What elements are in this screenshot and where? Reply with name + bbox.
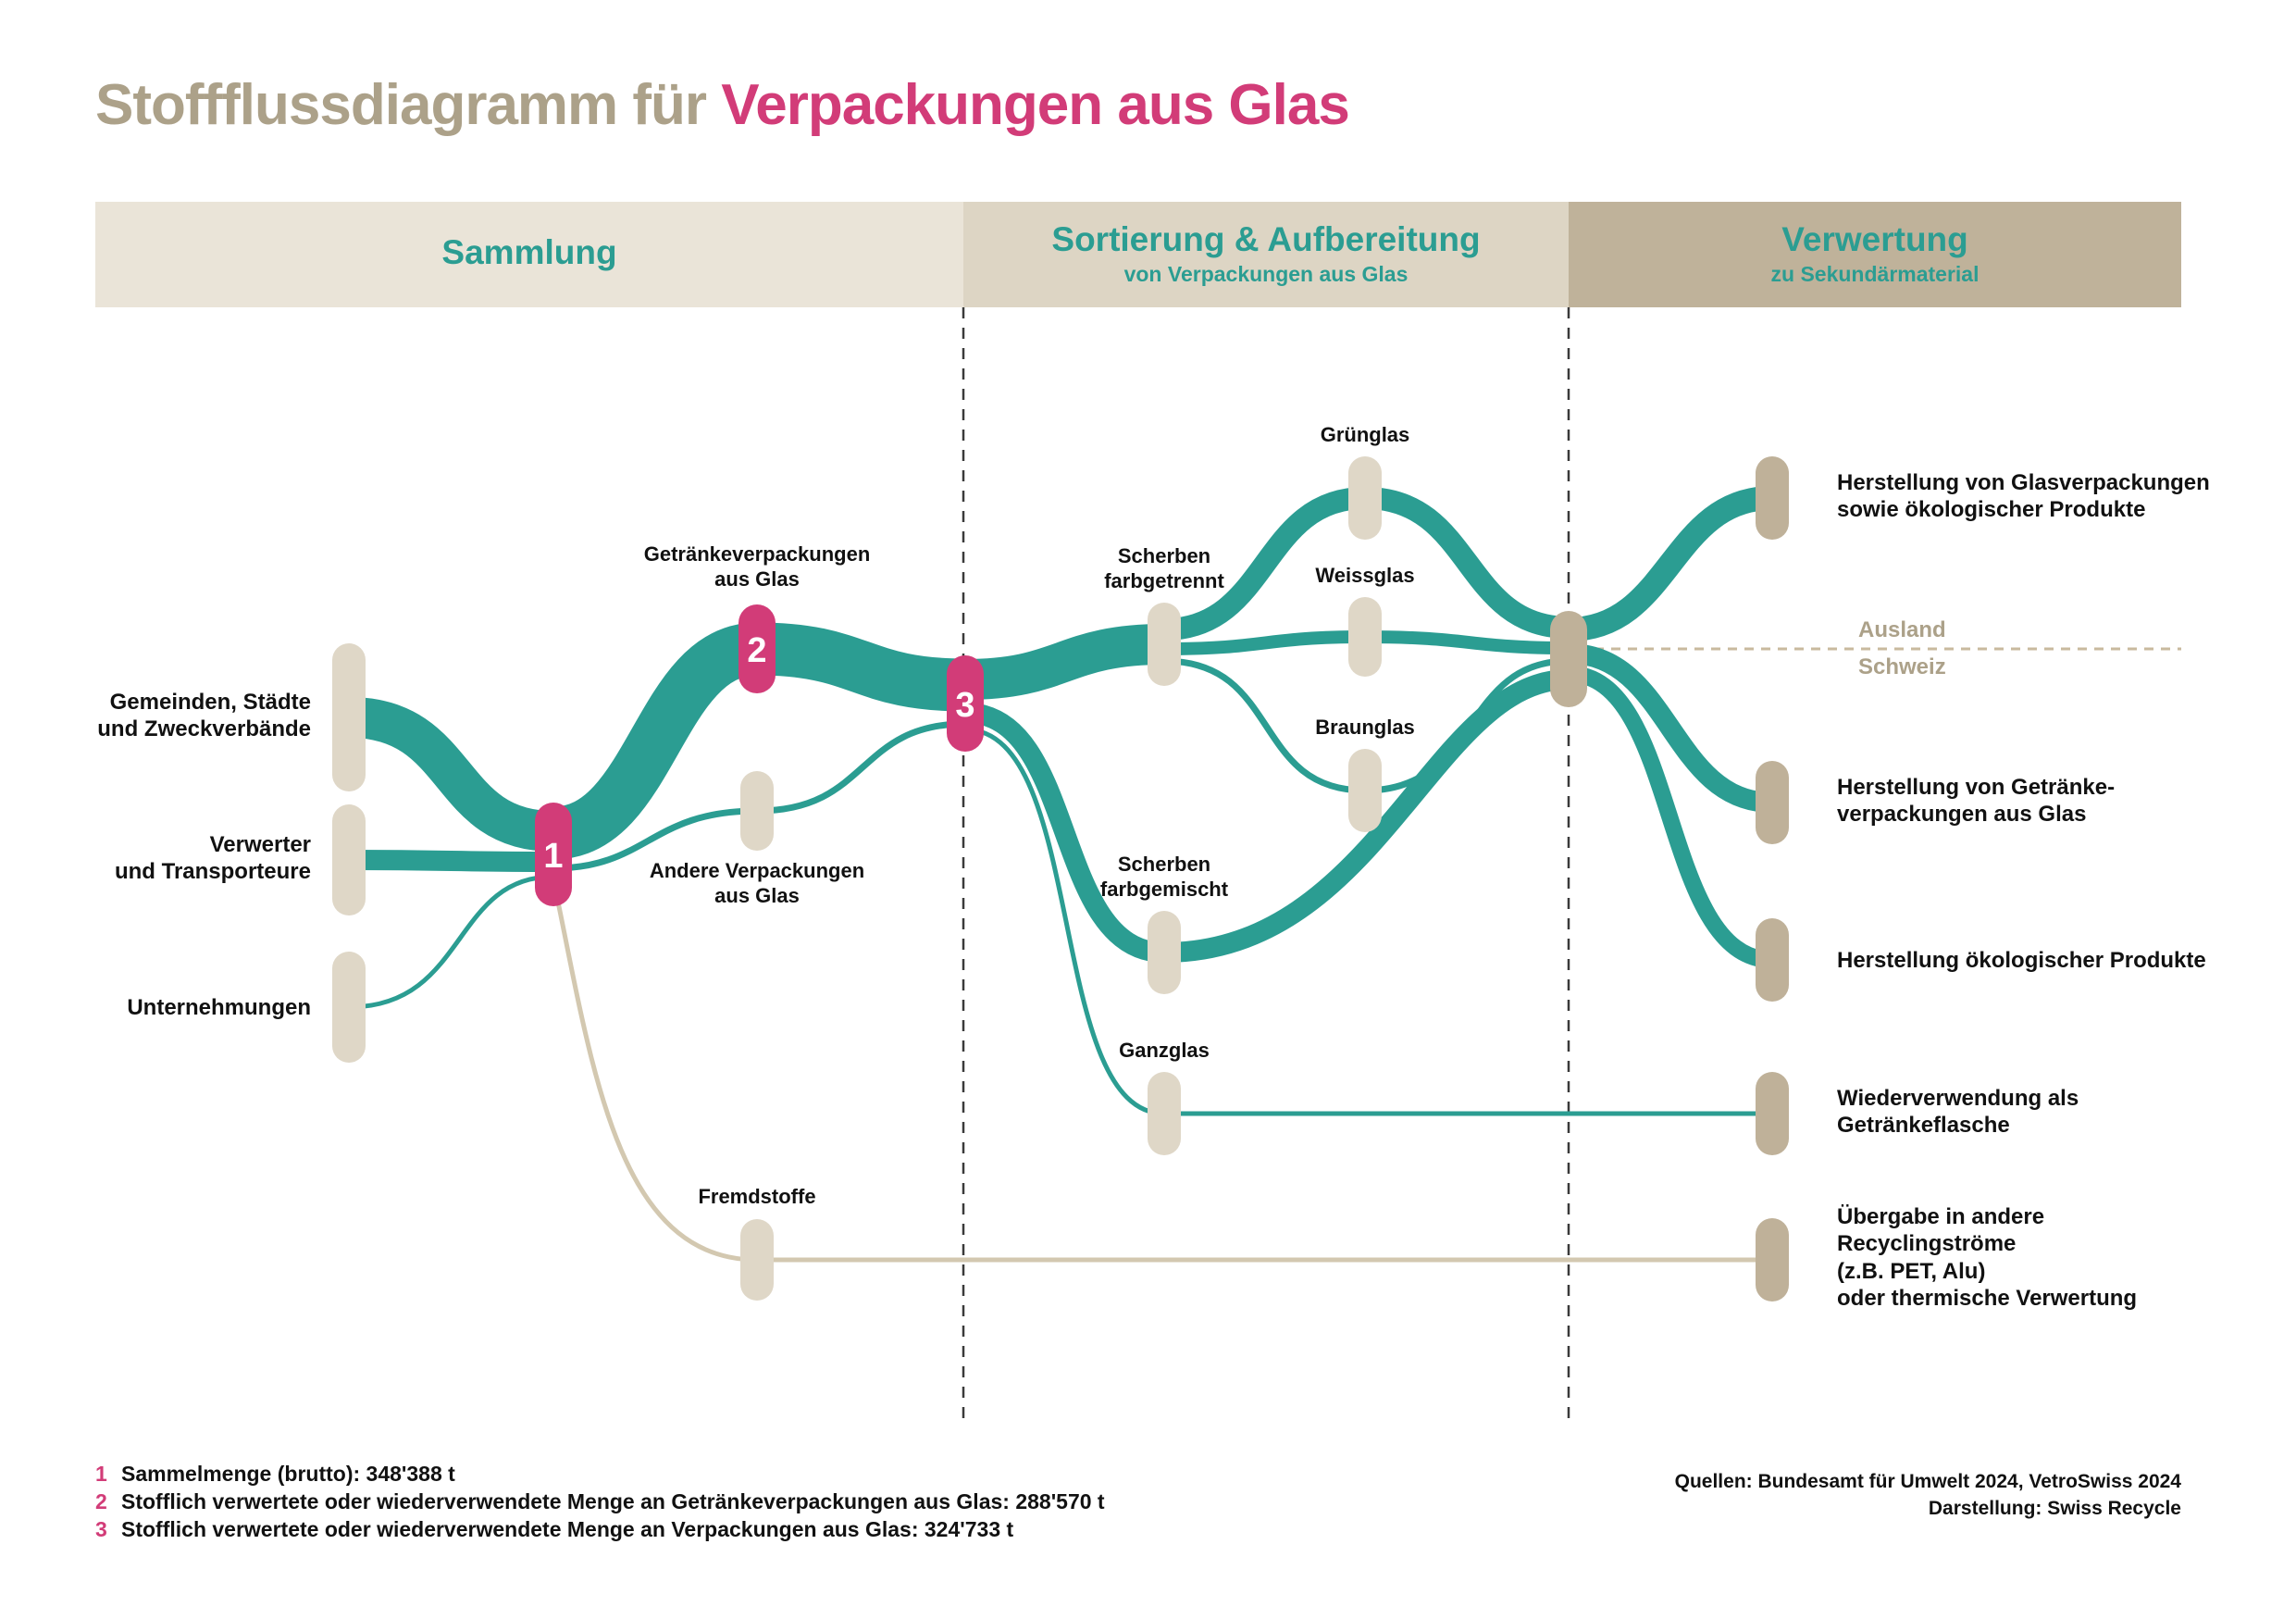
label-schweiz: Schweiz <box>1858 654 1946 679</box>
label-output-oekologische-produkte: Herstellung ökologischer Produkte <box>1837 948 2206 973</box>
label-output-getraenkeverpackungen: Herstellung von Getränke- verpackungen a… <box>1837 775 2116 828</box>
flow-farbgetrennt-to-weissglas <box>1163 630 1366 655</box>
label-verwerter: Verwerter und Transporteure <box>114 832 311 885</box>
node-output-oekologische-produkte <box>1756 918 1789 1002</box>
stage-header-verwertung: Verwertung zu Sekundärmaterial <box>1569 202 2181 307</box>
page-title: Stoffflussdiagramm für Verpackungen aus … <box>95 72 1350 138</box>
node-scherben-farbgemischt <box>1148 911 1181 994</box>
flow-farbgetrennt-to-braunglas <box>1163 657 1366 794</box>
flow-gruenglas-to-verwertung <box>1364 487 1570 639</box>
flow-3-to-ganzglas <box>964 727 1165 1116</box>
label-weissglas: Weissglas <box>1315 564 1415 587</box>
label-output-wiederverwendung: Wiederverwendung als Getränkeflasche <box>1837 1086 2079 1139</box>
footnotes: 1 Sammelmenge (brutto): 348'388 t 2 Stof… <box>95 1461 1105 1544</box>
node-marker-2 <box>738 604 776 693</box>
stage-header-label: Sortierung & Aufbereitung <box>1051 220 1481 259</box>
flow-farbgemischt-to-verwertung <box>1163 669 1570 963</box>
stage-header-sortierung: Sortierung & Aufbereitung von Verpackung… <box>963 202 1569 307</box>
flow-weissglas-to-verwertung <box>1364 630 1570 654</box>
label-ganzglas: Ganzglas <box>1119 1039 1210 1062</box>
label-gruenglas: Grünglas <box>1320 423 1410 446</box>
flow-unternehmungen-to-1 <box>348 874 554 1010</box>
flow-andere-verpackungen-to-3 <box>756 720 966 815</box>
node-verwertung-merge <box>1550 611 1587 707</box>
flow-verwertung-to-oekologische-produkte <box>1568 666 1773 968</box>
label-braunglas: Braunglas <box>1315 716 1415 739</box>
stage-header-label: Verwertung <box>1781 220 1968 259</box>
label-ausland: Ausland <box>1858 617 1946 642</box>
footnote-2-marker: 2 <box>95 1488 107 1513</box>
stage-header-sublabel: zu Sekundärmaterial <box>1770 262 1980 287</box>
marker-1-number: 1 <box>543 837 563 876</box>
node-andere-verpackungen <box>740 771 774 851</box>
marker-3-number: 3 <box>955 686 974 725</box>
footnote-3-text: Stofflich verwertete oder wiederverwende… <box>121 1516 1014 1541</box>
node-fremdstoffe <box>740 1219 774 1301</box>
label-getraenkeverpackungen: Getränkeverpackungen aus Glas <box>643 542 871 591</box>
node-weissglas <box>1348 597 1382 677</box>
title-highlight: Verpackungen aus Glas <box>721 73 1350 137</box>
label-output-uebergabe: Übergabe in andere Recyclingströme (z.B.… <box>1837 1204 2138 1311</box>
flow-3-to-scherben-farbgetrennt <box>964 624 1165 700</box>
flow-1-to-fremdstoffe <box>551 878 758 1263</box>
footnote-2-text: Stofflich verwertete oder wiederverwende… <box>121 1488 1105 1513</box>
stage-header-label: Sammlung <box>441 233 617 272</box>
flow-verwerter-to-1 <box>348 850 554 872</box>
label-unternehmungen: Unternehmungen <box>127 995 311 1020</box>
node-unternehmungen <box>332 952 366 1063</box>
node-output-wiederverwendung <box>1756 1072 1789 1155</box>
node-output-getraenkeverpackungen <box>1756 761 1789 844</box>
credits: Quellen: Bundesamt für Umwelt 2024, Vetr… <box>1675 1468 2181 1523</box>
flow-verwertung-to-getraenkeverpackungen <box>1568 643 1773 813</box>
footnote-1: 1 Sammelmenge (brutto): 348'388 t <box>95 1461 1105 1488</box>
footnote-1-text: Sammelmenge (brutto): 348'388 t <box>121 1462 455 1486</box>
flow-gemeinden-to-1 <box>348 697 554 852</box>
stage-header-sammlung: Sammlung <box>95 202 963 307</box>
node-marker-3 <box>947 655 984 752</box>
node-verwerter <box>332 804 366 915</box>
title-prefix: Stoffflussdiagramm für <box>95 73 722 137</box>
flow-farbgetrennt-to-gruenglas <box>1163 487 1366 641</box>
footnote-1-marker: 1 <box>95 1462 107 1486</box>
node-gruenglas <box>1348 456 1382 540</box>
label-scherben-farbgemischt: Scherben farbgemischt <box>1099 853 1229 901</box>
credits-design: Darstellung: Swiss Recycle <box>1928 1498 2181 1520</box>
flow-1-to-getraenkeverpackungen <box>551 622 760 860</box>
footnote-3-marker: 3 <box>95 1516 107 1541</box>
flow-verwertung-to-glasverpackungen <box>1568 486 1773 641</box>
label-scherben-farbgetrennt: Scherben farbgetrennt <box>1104 544 1224 592</box>
flow-1-to-andere-verpackungen <box>552 807 758 872</box>
label-fremdstoffe: Fremdstoffe <box>698 1185 816 1208</box>
node-ganzglas <box>1148 1072 1181 1155</box>
flow-3-to-scherben-farbgemischt <box>964 703 1165 963</box>
node-braunglas <box>1348 749 1382 832</box>
stage-header-sublabel: von Verpackungen aus Glas <box>1123 262 1409 287</box>
flow-getraenkeverpackungen-to-3 <box>756 622 966 712</box>
footnote-3: 3 Stofflich verwertete oder wiederverwen… <box>95 1516 1105 1544</box>
label-andere-verpackungen: Andere Verpackungen aus Glas <box>649 859 865 907</box>
label-gemeinden: Gemeinden, Städte und Zweckverbände <box>97 690 311 742</box>
node-marker-1 <box>535 803 572 906</box>
node-gemeinden <box>332 643 366 791</box>
label-output-glasverpackungen: Herstellung von Glasverpackungen sowie ö… <box>1837 470 2210 523</box>
node-output-glasverpackungen <box>1756 456 1789 540</box>
node-output-uebergabe <box>1756 1218 1789 1301</box>
node-scherben-farbgetrennt <box>1148 603 1181 686</box>
marker-2-number: 2 <box>747 631 766 670</box>
footnote-2: 2 Stofflich verwertete oder wiederverwen… <box>95 1488 1105 1516</box>
credits-sources: Quellen: Bundesamt für Umwelt 2024, Vetr… <box>1674 1471 2181 1492</box>
